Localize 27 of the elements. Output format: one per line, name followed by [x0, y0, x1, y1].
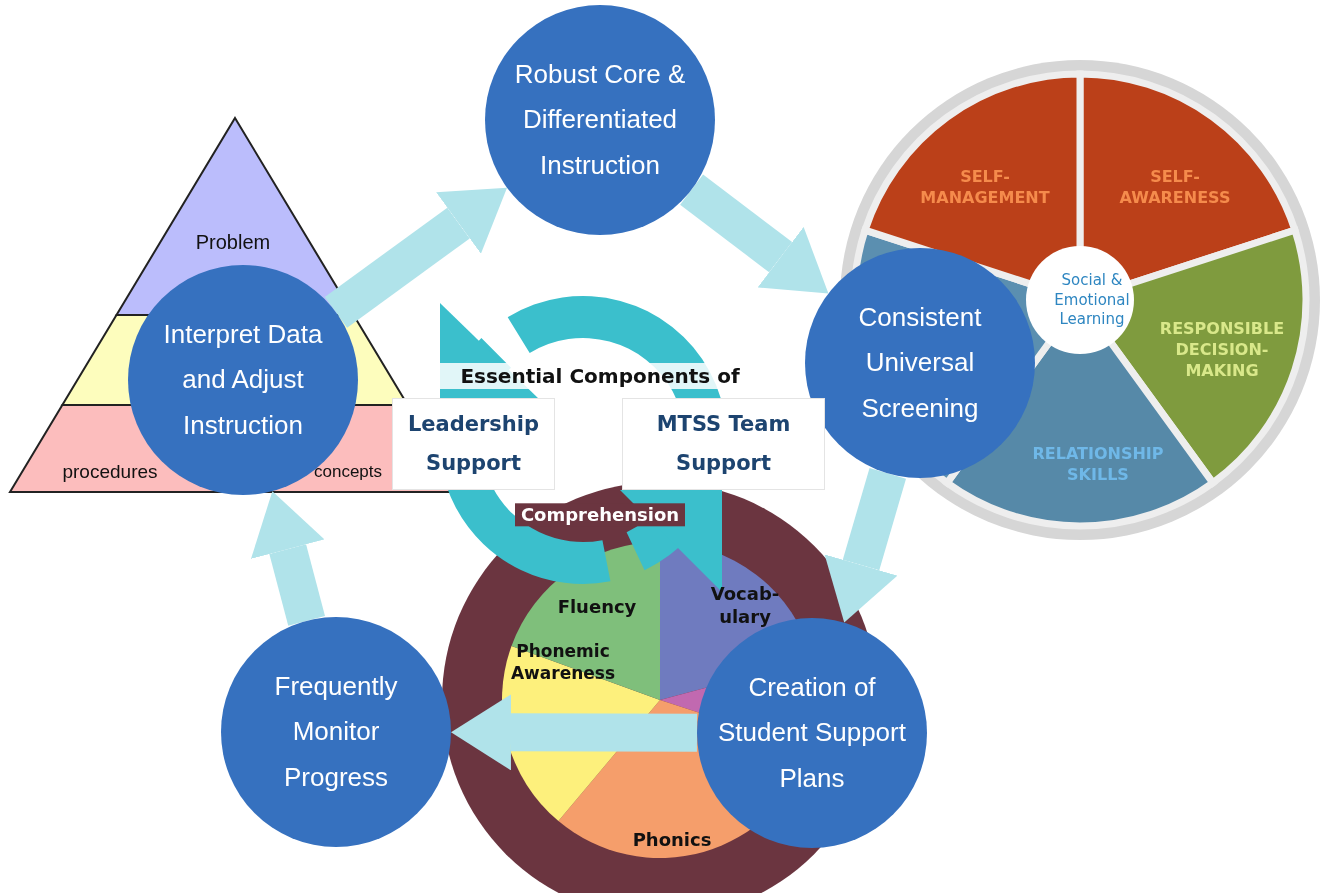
drawing-label: SELF-MANAGEMENT [919, 167, 1051, 209]
step-text: Creation of Student Support Plans [717, 670, 907, 795]
drawing-label: Phonics [631, 828, 713, 852]
step-text: MTSS Team Support [655, 411, 792, 477]
block-arrow [451, 694, 698, 771]
drawing-label: Vocab-ulary [709, 581, 781, 629]
drawing-label: Comprehension [515, 503, 685, 527]
drawing-label: procedures [61, 459, 159, 484]
block-arrow [824, 468, 906, 623]
drawing-label: SELF-AWARENESS [1118, 167, 1232, 209]
block-arrow [680, 174, 829, 294]
drawing-label: RELATIONSHIP SKILLS [1031, 444, 1165, 486]
drawing-label: RESPONSIBLE DECISION-MAKING [1158, 318, 1286, 382]
drawing-label: concepts [312, 460, 383, 483]
step-text: Frequently Monitor Progress [273, 669, 399, 794]
drawing-label: Problem [194, 230, 272, 255]
step-text: Leadership Support [406, 411, 541, 477]
drawing-label: Social & Emotional Learning [1053, 270, 1131, 330]
support-box [392, 398, 555, 490]
drawing-label: Fluency [556, 595, 638, 619]
block-arrow [250, 491, 325, 626]
support-box [622, 398, 825, 490]
block-arrow [324, 187, 508, 328]
step-text: Interpret Data and Adjust Instruction [162, 317, 324, 442]
step-text: Robust Core & Differentiated Instruction [513, 57, 687, 182]
step-text: Consistent Universal Screening [857, 300, 983, 425]
drawing-label: Phonemic Awareness [509, 639, 617, 685]
